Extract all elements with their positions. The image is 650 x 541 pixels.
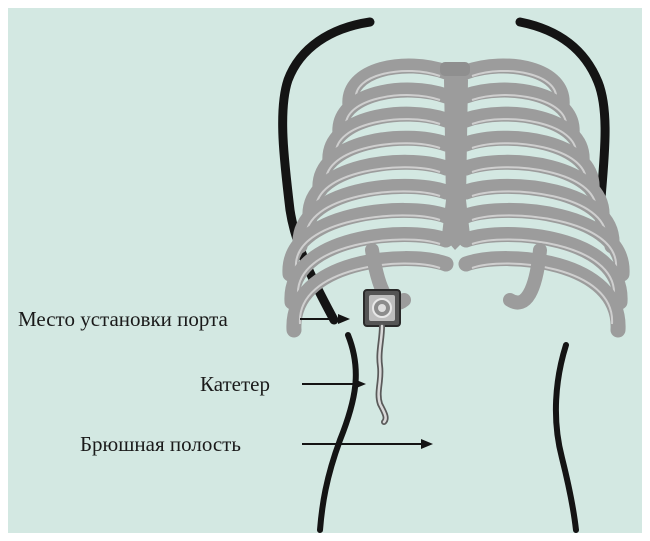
port-site-arrowhead [338,314,350,324]
abdominal-arrowhead [421,439,433,449]
port-site-label: Место установки порта [18,309,228,330]
manubrium [440,62,470,76]
abdominal-cavity-label: Брюшная полость [80,434,241,455]
sternum [442,66,470,250]
port-center [378,304,386,312]
catheter-arrowhead [354,379,366,389]
right-ribs [466,66,622,330]
left-waist-outline [320,335,356,530]
rib-cage [290,62,622,330]
catheter-label: Катетер [200,374,270,395]
label-arrows [300,314,433,449]
implanted-port [364,290,400,326]
right-waist-outline [556,345,576,530]
